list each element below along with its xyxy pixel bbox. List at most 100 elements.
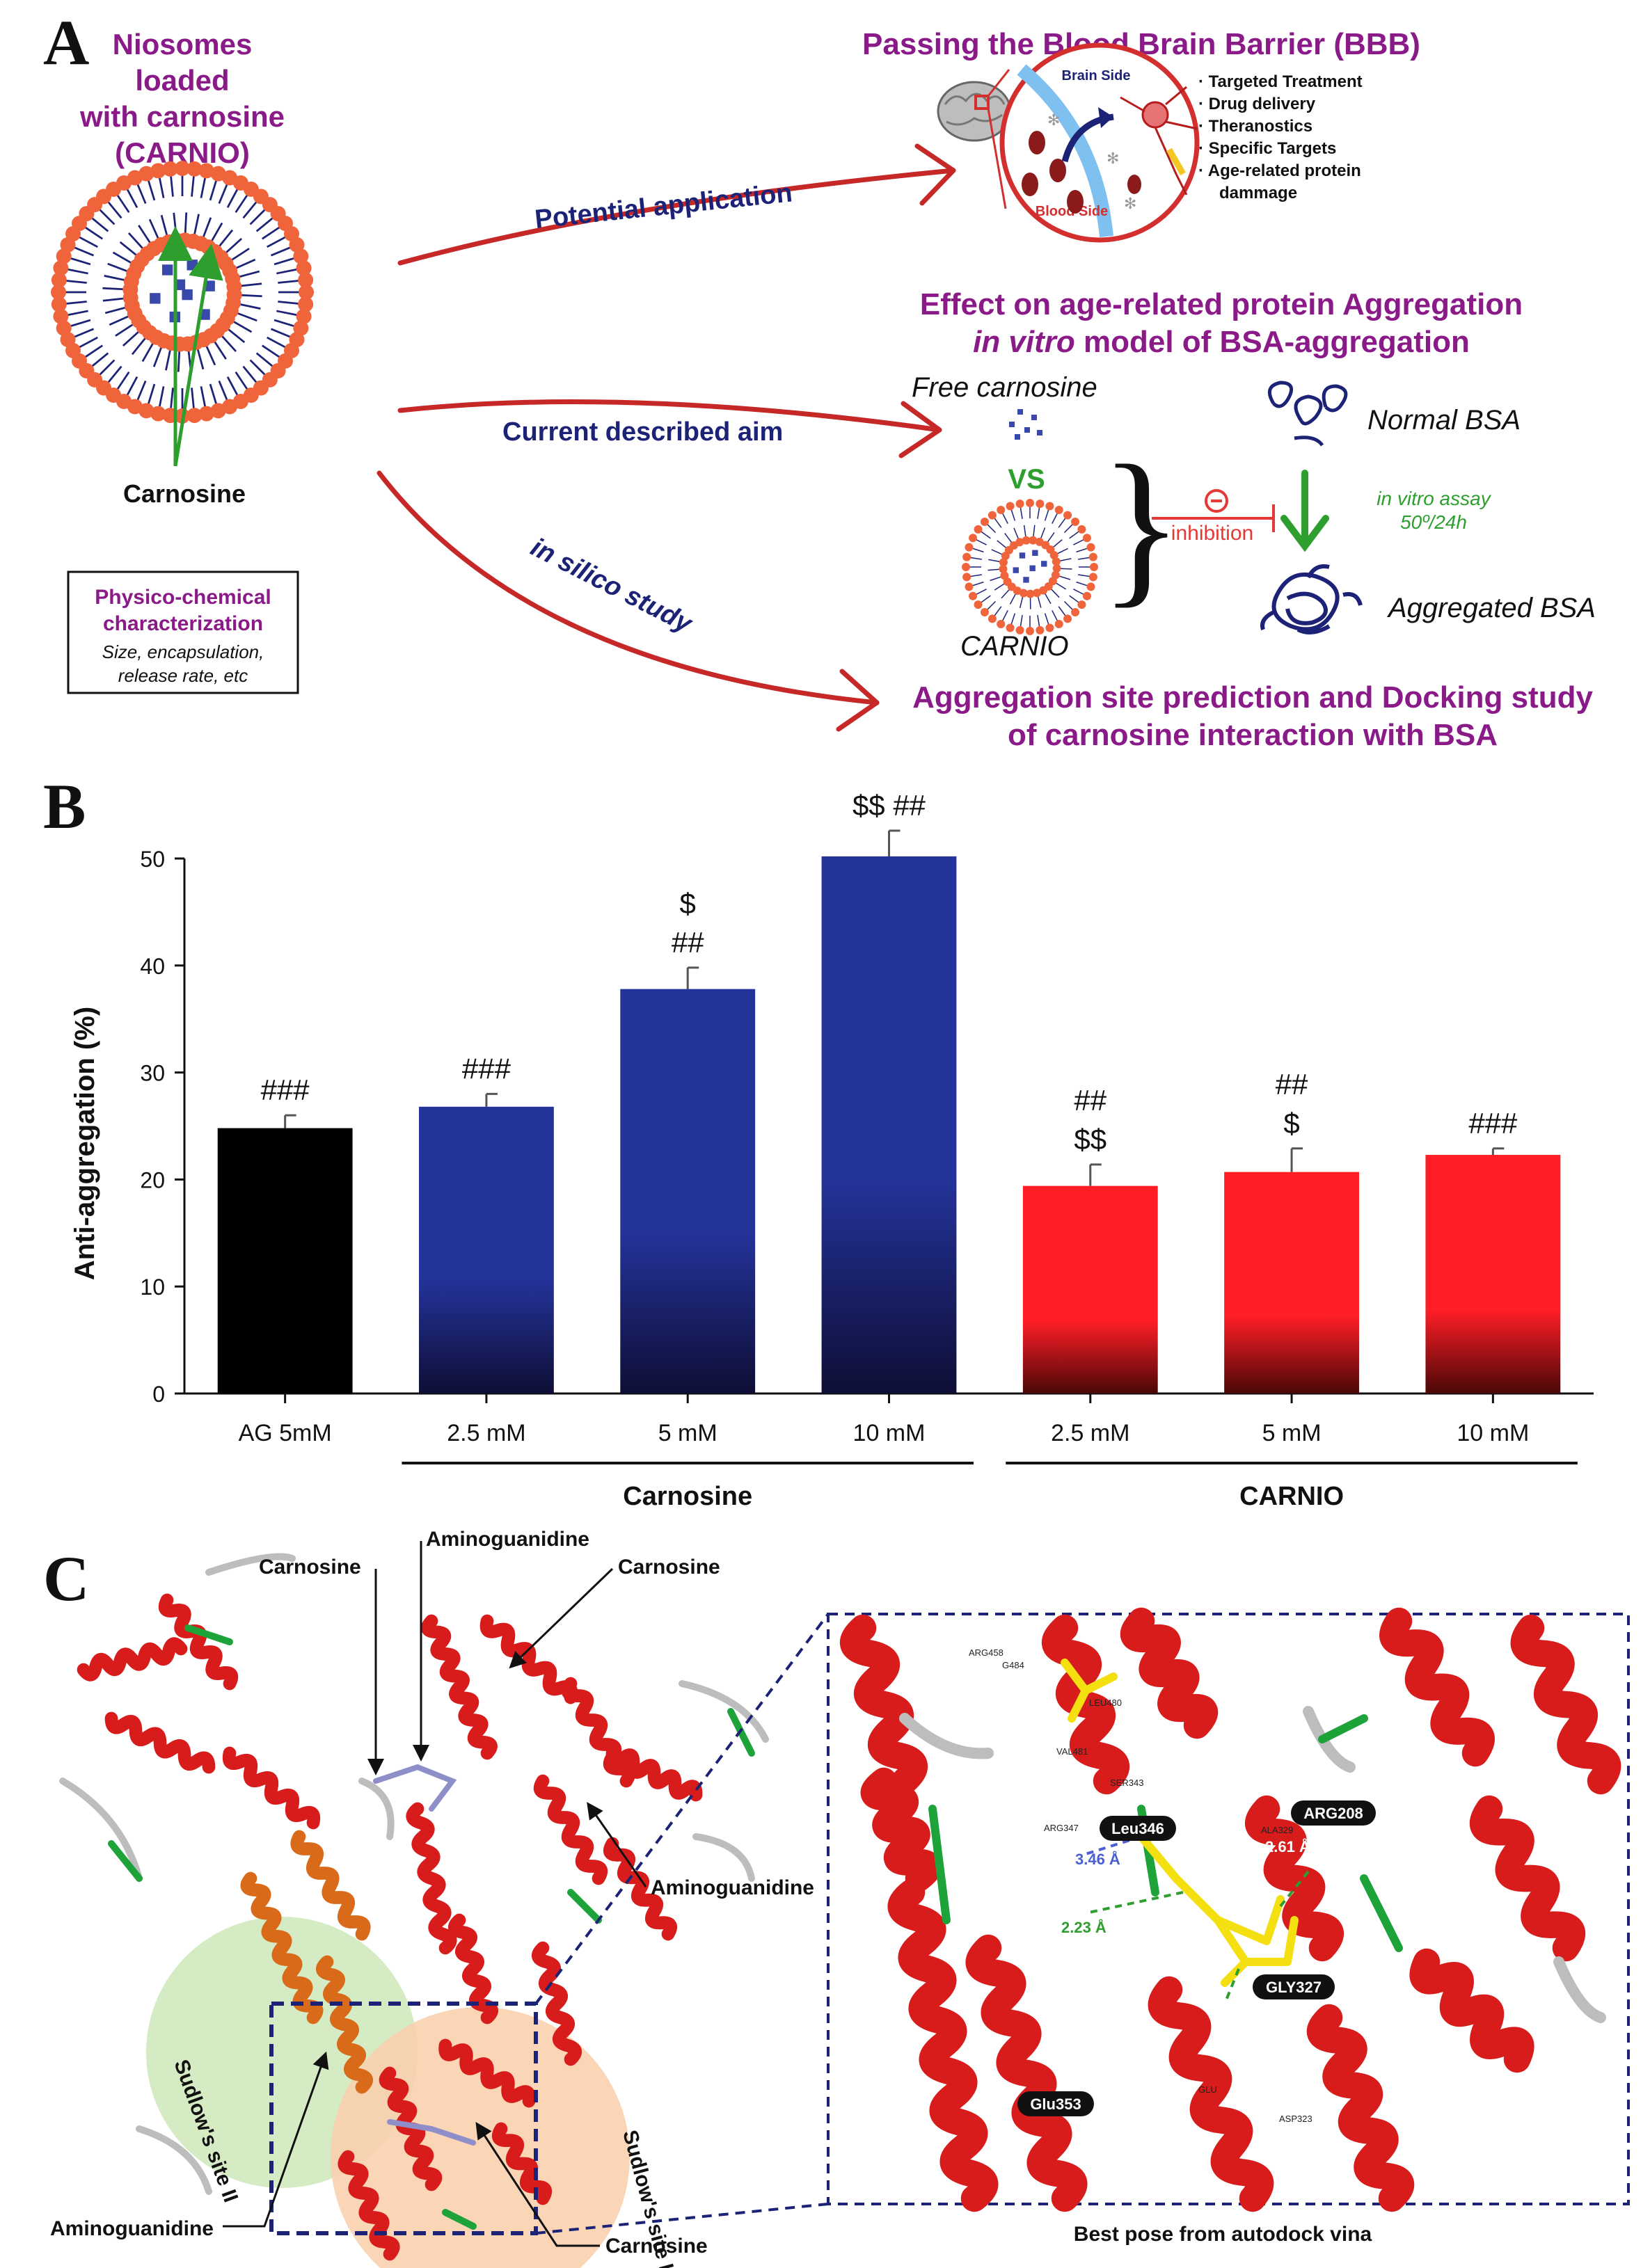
arrow-label-silico: in silico study (526, 533, 697, 639)
distance-label: 3.37 Å (1209, 2039, 1255, 2057)
panel-b-label: B (43, 771, 86, 842)
bar (217, 1128, 353, 1393)
label-aminoguanidine: Aminoguanidine (50, 2217, 214, 2240)
svg-text:✻: ✻ (1047, 111, 1060, 129)
physchem-title: characterization (103, 612, 263, 635)
docking-caption: Best pose from autodock vina (1074, 2223, 1372, 2246)
y-tick-label: 20 (140, 1167, 165, 1192)
niosome-title-line: Niosomes (113, 28, 253, 61)
residue-label: ARG347 (1044, 1823, 1079, 1833)
significance-label: ### (261, 1073, 310, 1106)
carnio-label: CARNIO (960, 631, 1069, 662)
residue-badge: GLY327 (1266, 1979, 1322, 1996)
residue-label: ARG458 (969, 1647, 1004, 1658)
niosome-title: Niosomes loaded with carnosine (CARNIO) (79, 28, 285, 169)
vs-label: VS (1008, 464, 1045, 495)
y-tick-label: 30 (140, 1061, 165, 1086)
bbb-bullet: · Drug delivery (1198, 95, 1316, 113)
group-label: Carnosine (623, 1482, 752, 1511)
inhibition-label: inhibition (1171, 522, 1253, 545)
docking-zoom-panel: Leu346 ARG208 GLY327 Glu353 3.46 Å 2.61 … (827, 1607, 1630, 2212)
significance-label: ### (462, 1052, 511, 1085)
distance-label: 2.23 Å (1061, 1918, 1106, 1936)
residue-badge: Glu353 (1030, 2095, 1081, 2113)
carnosine-label: Carnosine (123, 479, 246, 508)
callout-labels: Carnosine Aminoguanidine Carnosine Amino… (50, 1528, 814, 2258)
arrow-potential (397, 168, 956, 266)
residue-label: LEU480 (1089, 1698, 1122, 1708)
bar (419, 1106, 554, 1393)
svg-text:✻: ✻ (1106, 150, 1119, 167)
bar (1022, 1185, 1158, 1393)
physchem-box: Physico-chemical characterization Size, … (67, 570, 299, 694)
bbb-bullet: · Theranostics (1198, 117, 1312, 136)
free-carnosine-label: Free carnosine (912, 372, 1097, 403)
residue-badges: Leu346 ARG208 GLY327 Glu353 (1017, 1800, 1376, 2116)
normal-bsa-label: Normal BSA (1367, 405, 1521, 436)
x-tick-label: 2.5 mM (1051, 1420, 1129, 1446)
x-tick-label: 10 mM (853, 1420, 926, 1446)
bar (1425, 1155, 1561, 1393)
residue-label: G484 (1002, 1660, 1024, 1670)
significance-label: ## (672, 926, 704, 959)
physchem-detail: Size, encapsulation, (102, 641, 264, 662)
significance-label: $$ (1074, 1123, 1106, 1156)
significance-label: $ (680, 887, 696, 920)
x-tick-label: 5 mM (1262, 1420, 1322, 1446)
distance-label: 2.61 Å (1265, 1837, 1310, 1855)
residue-badge: Leu346 (1111, 1820, 1164, 1837)
residue-badge: ARG208 (1303, 1805, 1363, 1822)
arrow-label-current: Current described aim (502, 417, 783, 447)
aggregated-bsa-label: Aggregated BSA (1387, 593, 1596, 623)
y-tick-label: 40 (140, 954, 165, 979)
bbb-bullet: · Age-related protein (1198, 161, 1361, 180)
bbb-bullet: · Specific Targets (1198, 139, 1336, 158)
residue-label: ALA329 (1261, 1825, 1293, 1835)
bar (620, 989, 756, 1393)
x-tick-label: 10 mM (1457, 1420, 1529, 1446)
distance-labels: 3.46 Å 2.61 Å 2.23 Å 3.37 Å (1061, 1837, 1310, 2057)
panel-a: A Niosomes loaded with carnosine (CARNIO… (43, 7, 1596, 752)
callout-lines (223, 1541, 647, 2247)
bar (1224, 1172, 1359, 1393)
ligand (1061, 1659, 1299, 1987)
label-aminoguanidine: Aminoguanidine (651, 1876, 814, 1899)
y-axis-label: Anti-aggregation (%) (70, 1007, 100, 1280)
curly-brace: } (1100, 430, 1183, 623)
label-carnosine: Carnosine (618, 1556, 720, 1579)
normal-bsa-icon (1267, 381, 1348, 447)
carnio-illustration (962, 499, 1098, 635)
bbb-bullet: dammage (1219, 184, 1297, 202)
significance-label: ### (1468, 1107, 1518, 1140)
arrow-current (397, 399, 942, 433)
niosome-illustration (51, 161, 314, 467)
arrow-label-potential: Potential application (534, 178, 794, 234)
effect-title-1: Effect on age-related protein Aggregatio… (920, 287, 1523, 321)
label-aminoguanidine: Aminoguanidine (426, 1528, 589, 1551)
protein-structure-left (59, 1553, 769, 2268)
small-residue-labels: ARG458 G484 LEU480 VAL481 SER343 ARG347 … (969, 1647, 1312, 2124)
bbb-brain-side: Brain Side (1062, 68, 1131, 83)
physchem-detail: release rate, etc (118, 665, 248, 686)
effect-title-2: in vitro model of BSA-aggregation (973, 325, 1470, 359)
niosome-title-line: with carnosine (79, 100, 285, 133)
assay-label: in vitro assay (1377, 488, 1491, 509)
x-tick-label: 5 mM (658, 1420, 717, 1446)
arrow-silico (376, 470, 880, 705)
significance-label: $$ ## (852, 789, 926, 822)
significance-label: $ (1283, 1107, 1299, 1140)
residue-label: GLU (1198, 2084, 1217, 2095)
group-label: CARNIO (1239, 1482, 1344, 1511)
y-tick-label: 10 (140, 1275, 165, 1300)
panel-c: C Sudlow's site II Sudlow's site I Carno… (43, 1528, 1630, 2268)
svg-text:✻: ✻ (1124, 195, 1136, 212)
bbb-illustration: Brain Side Blood Side ✻ ✻ ✻ (937, 42, 1200, 243)
x-tick-label: AG 5mM (239, 1420, 332, 1446)
significance-label: ## (1276, 1068, 1308, 1101)
panel-a-label: A (43, 7, 89, 78)
y-tick-label: 0 (152, 1382, 165, 1407)
aggregated-bsa-icon (1260, 564, 1363, 634)
docking-title: Aggregation site prediction and Docking … (912, 680, 1593, 714)
significance-label: ## (1074, 1084, 1106, 1117)
